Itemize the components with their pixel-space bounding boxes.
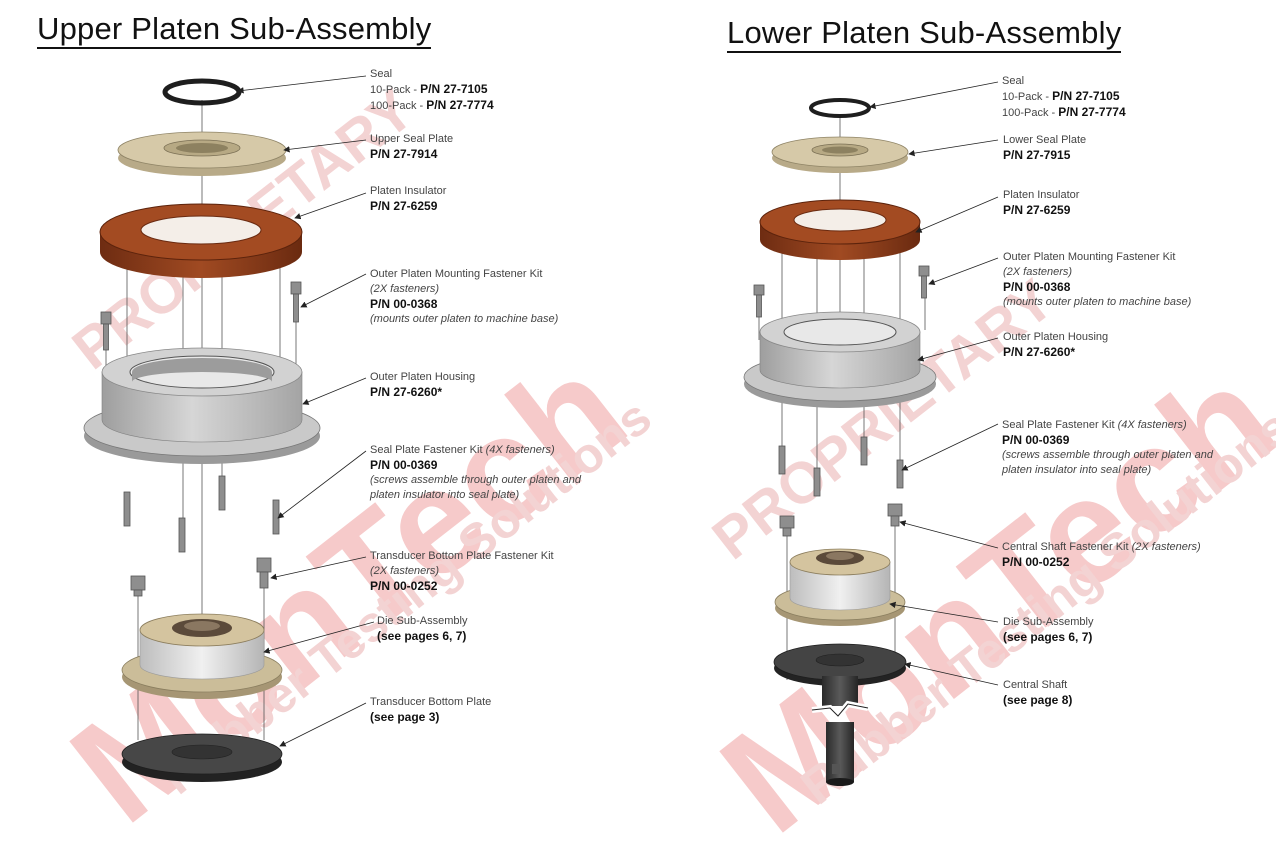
upper-transducer-bottom-plate bbox=[121, 733, 283, 782]
upper-mount-fasteners bbox=[100, 281, 302, 351]
upper-seal-plate-label: Upper Seal Plate P/N 27-7914 bbox=[370, 133, 454, 161]
upper-seal-label: Seal 10-Pack - P/N 27-7105 100-Pack - P/… bbox=[370, 68, 494, 112]
upper-diagram bbox=[83, 75, 375, 782]
lower-title: Lower Platen Sub-Assembly bbox=[727, 16, 1122, 53]
lower-insulator-label: Platen Insulator P/N 27-6259 bbox=[1003, 189, 1080, 217]
upper-seal-kit-label: Seal Plate Fastener Kit (4X fasteners) P… bbox=[370, 444, 581, 501]
lower-seal-10pack-pn: P/N 27-7105 bbox=[1052, 89, 1120, 103]
upper-mount-kit-label: Outer Platen Mounting Fastener Kit (2X f… bbox=[370, 268, 559, 325]
upper-housing-label: Outer Platen Housing P/N 27-6260* bbox=[370, 371, 476, 399]
lower-seal-plate-label: Lower Seal Plate P/N 27-7915 bbox=[1003, 134, 1087, 162]
upper-platen-insulator bbox=[99, 203, 303, 278]
upper-seal-100pack-pn: P/N 27-7774 bbox=[426, 98, 494, 112]
lower-seal-kit-label: Seal Plate Fastener Kit (4X fasteners) P… bbox=[1002, 419, 1213, 476]
upper-transducer-kit-label: Transducer Bottom Plate Fastener Kit (2X… bbox=[370, 550, 554, 593]
lower-platen-insulator bbox=[759, 199, 921, 260]
lower-seal-label: Seal 10-Pack - P/N 27-7105 100-Pack - P/… bbox=[1002, 75, 1126, 119]
lower-shaft-fasteners bbox=[779, 503, 903, 537]
lower-seal bbox=[809, 98, 871, 118]
lower-diagram bbox=[743, 81, 999, 786]
upper-transducer-fasteners bbox=[130, 557, 272, 597]
lower-central-shaft bbox=[773, 643, 907, 786]
upper-die-sub-assembly bbox=[121, 613, 283, 699]
upper-title: Upper Platen Sub-Assembly bbox=[37, 12, 432, 49]
upper-outer-platen-housing bbox=[83, 347, 321, 464]
lower-die-label: Die Sub-Assembly (see pages 6, 7) bbox=[1003, 616, 1094, 644]
upper-insulator-label: Platen Insulator P/N 27-6259 bbox=[370, 185, 447, 213]
lower-shaft-kit-label: Central Shaft Fastener Kit (2X fasteners… bbox=[1002, 541, 1201, 569]
lower-shaft-label: Central Shaft (see page 8) bbox=[1003, 679, 1073, 707]
lower-die-sub-assembly bbox=[774, 548, 906, 626]
lower-seal-plate bbox=[771, 136, 909, 173]
lower-housing-label: Outer Platen Housing P/N 27-6260* bbox=[1003, 331, 1109, 359]
upper-transducer-plate-label: Transducer Bottom Plate (see page 3) bbox=[370, 696, 492, 724]
lower-seal-100pack-pn: P/N 27-7774 bbox=[1058, 105, 1126, 119]
lower-seal-plate-fasteners bbox=[778, 436, 904, 497]
lower-mount-kit-label: Outer Platen Mounting Fastener Kit (2X f… bbox=[1003, 251, 1192, 308]
exploded-diagram bbox=[83, 75, 999, 786]
upper-seal-10pack-pn: P/N 27-7105 bbox=[420, 82, 488, 96]
upper-seal-plate-fasteners bbox=[123, 475, 280, 553]
lower-mount-fasteners bbox=[753, 265, 930, 318]
upper-seal bbox=[162, 78, 242, 106]
lower-outer-platen-housing bbox=[743, 311, 937, 408]
upper-seal-plate bbox=[117, 131, 287, 176]
upper-die-label: Die Sub-Assembly (see pages 6, 7) bbox=[377, 615, 468, 643]
